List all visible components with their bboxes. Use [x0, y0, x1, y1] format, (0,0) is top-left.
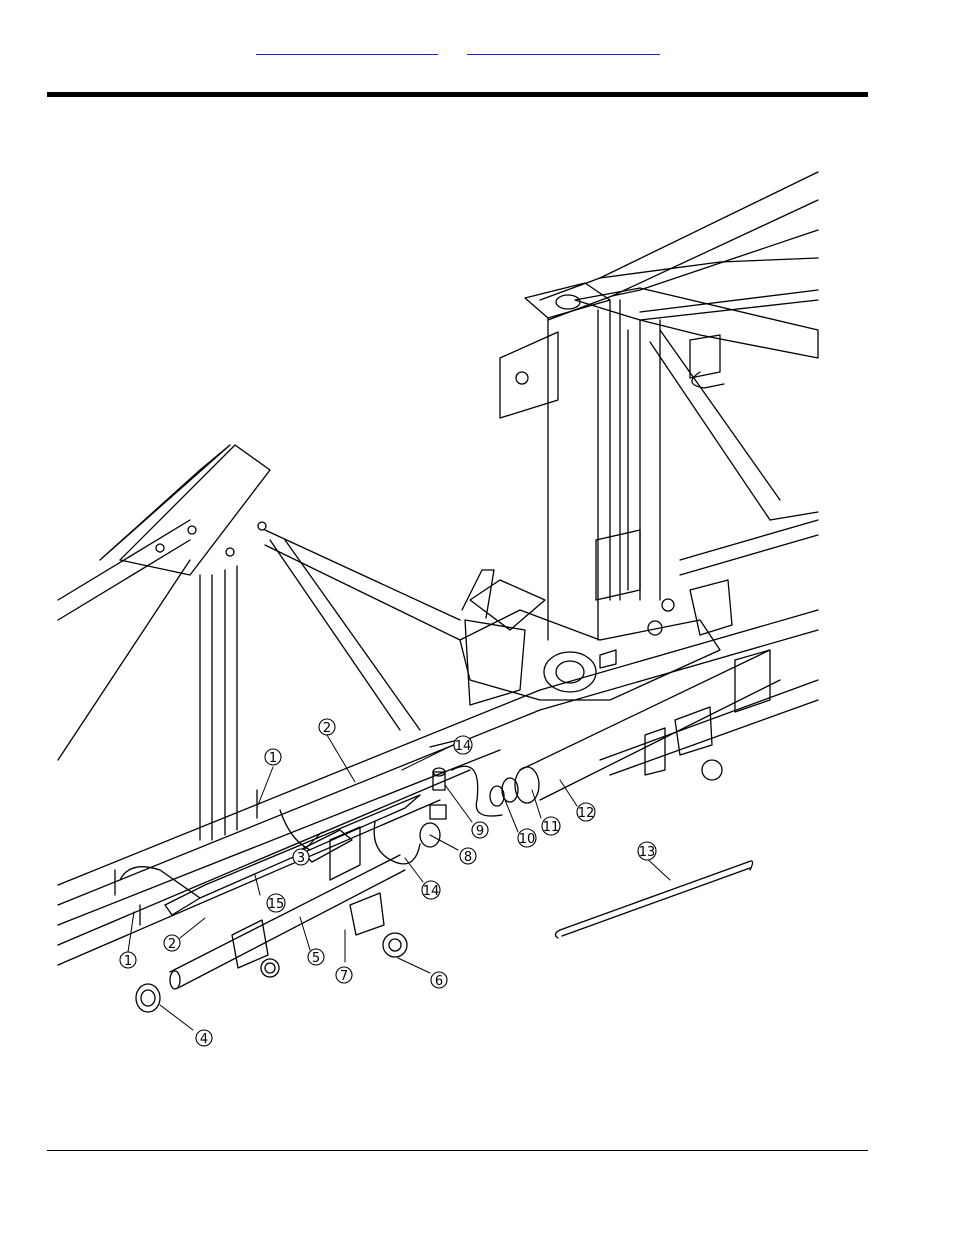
callout-4: 4: [200, 1032, 208, 1047]
callout-2-upper: 2: [323, 721, 331, 736]
callout-15: 15: [268, 897, 285, 912]
callout-9: 9: [476, 824, 484, 839]
callout-5: 5: [312, 951, 320, 966]
callout-13: 13: [639, 845, 656, 860]
header-rule: [47, 92, 868, 97]
hinge-pivot: [460, 570, 720, 705]
callout-14-lower: 14: [423, 884, 440, 899]
callout-8: 8: [464, 850, 472, 865]
callout-6: 6: [435, 974, 443, 989]
callout-1-lower: 1: [124, 954, 132, 969]
parts-diagram: 1 1 2 2 3 4 5 6 7 8 9 10 11 12 13 14 14 …: [50, 160, 822, 1056]
boom-rails: [58, 610, 818, 965]
callout-7: 7: [340, 969, 348, 984]
callout-3: 3: [297, 851, 305, 866]
boom-tube: [490, 650, 780, 806]
callout-14-upper: 14: [455, 739, 472, 754]
callout-12: 12: [578, 806, 595, 821]
left-boom-frame: [58, 445, 460, 840]
callout-11: 11: [543, 820, 560, 835]
callout-1-upper: 1: [269, 751, 277, 766]
callout-10: 10: [519, 832, 536, 847]
footer-rule: [47, 1150, 868, 1151]
callout-2-lower: 2: [168, 937, 176, 952]
spring-rod: [555, 861, 752, 938]
upper-frame-rails: [540, 172, 818, 575]
parts-diagram-svg: 1 1 2 2 3 4 5 6 7 8 9 10 11 12 13 14 14 …: [50, 160, 822, 1056]
vertical-mast: [500, 283, 660, 640]
header-link-left[interactable]: [256, 38, 438, 55]
nozzle-assemblies: [232, 580, 732, 977]
header-link-right[interactable]: [467, 38, 660, 55]
